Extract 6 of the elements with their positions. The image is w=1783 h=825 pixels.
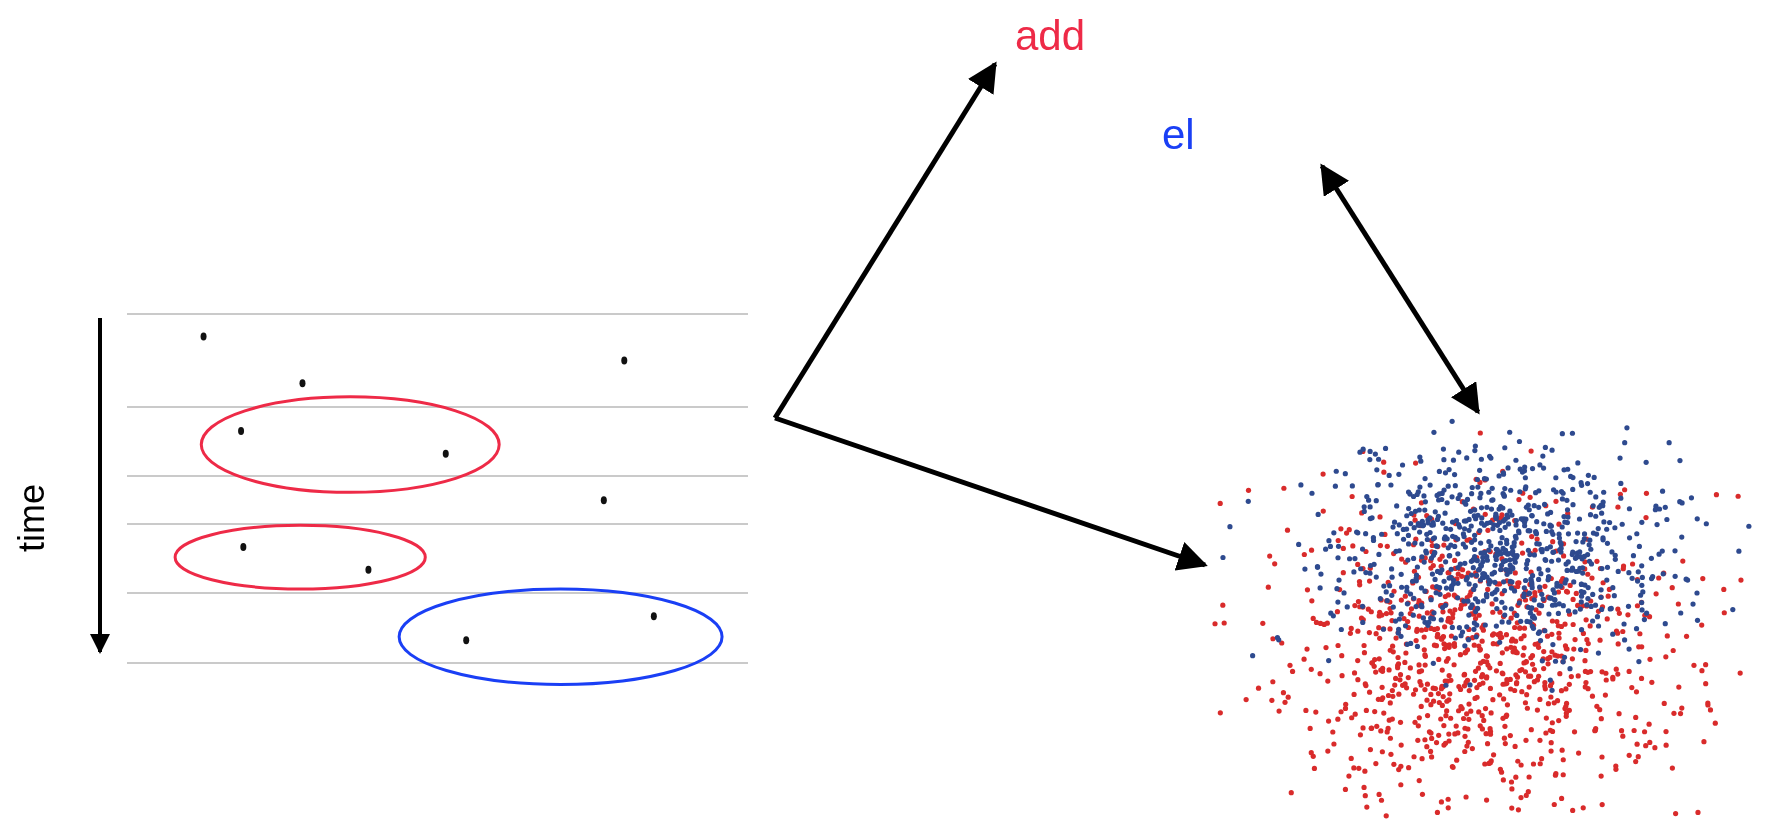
arrow: [772, 61, 998, 420]
arrow: [1319, 163, 1481, 415]
text-label: add: [1014, 15, 1086, 57]
text-label: el: [1162, 114, 1195, 156]
arrow: [774, 415, 1208, 571]
axis-label: time: [14, 484, 50, 552]
